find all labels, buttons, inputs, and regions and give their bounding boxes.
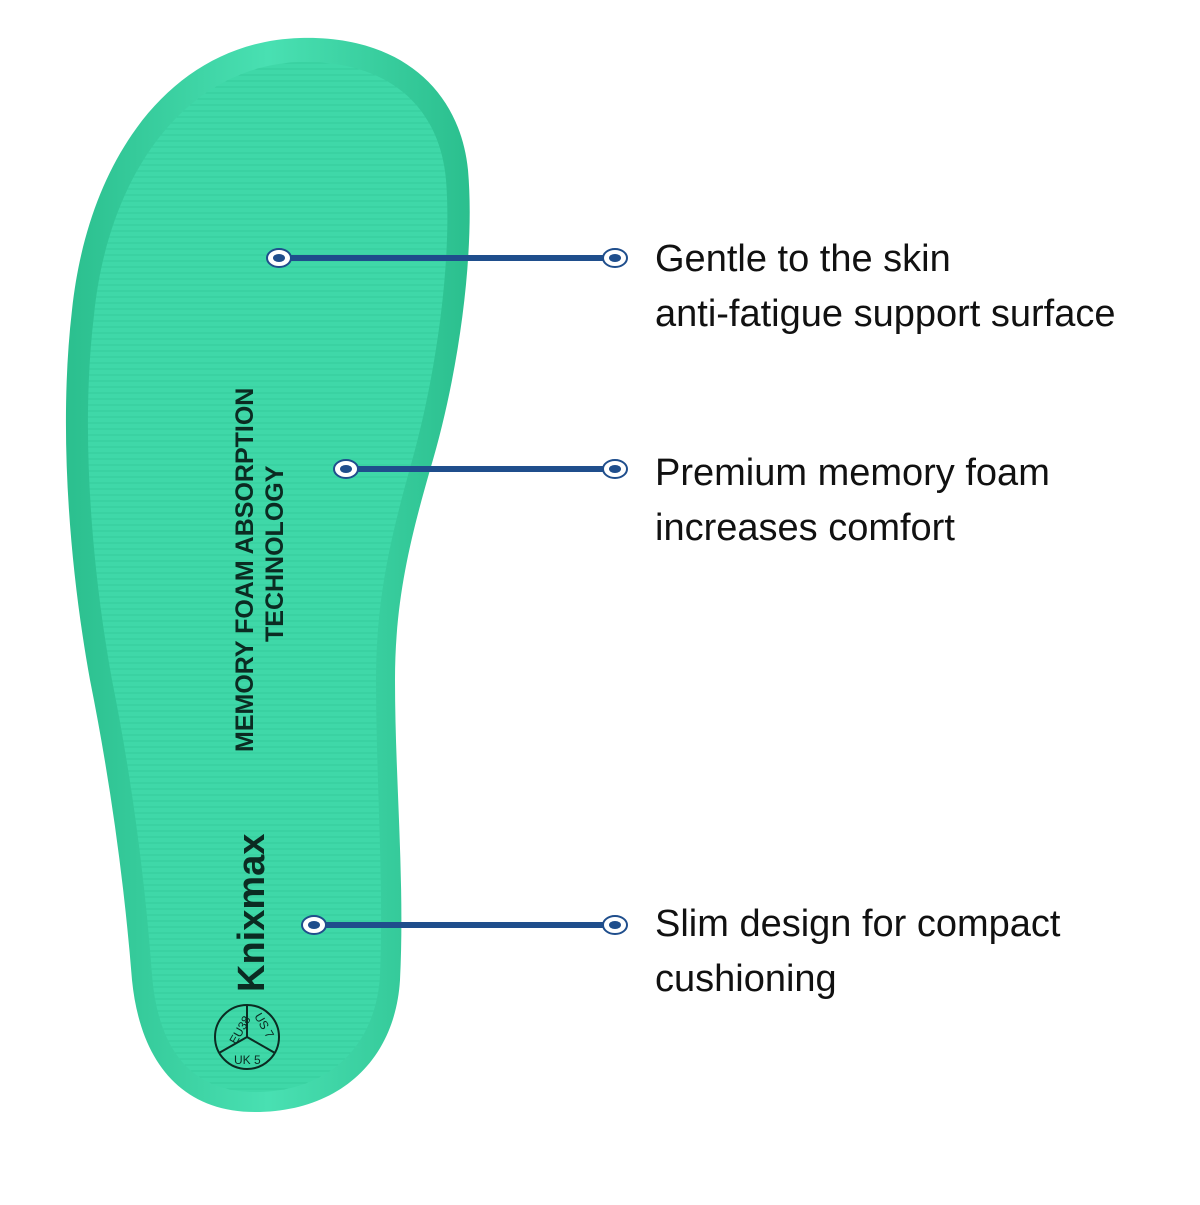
feature-2-line-1: Premium memory foam <box>655 452 1050 494</box>
feature-1-line-1: Gentle to the skin <box>655 238 951 280</box>
insole-surface <box>87 61 448 1093</box>
feature-3-line-2: cushioning <box>655 958 837 1000</box>
feature-1-text: Gentle to the skin anti-fatigue support … <box>655 232 1116 342</box>
insole-print-line-1: MEMORY FOAM ABSORPTION <box>231 388 259 752</box>
brand-logo-text: Knixmax <box>231 834 273 992</box>
size-uk-label: UK 5 <box>234 1053 261 1067</box>
feature-3-line-1: Slim design for compact <box>655 903 1061 945</box>
feature-2-text: Premium memory foam increases comfort <box>655 446 1050 556</box>
callout-line-2 <box>333 459 628 479</box>
insole-print-line-2: TECHNOLOGY <box>261 465 289 642</box>
size-badge-icon <box>214 1004 280 1070</box>
callout-line-1 <box>266 248 628 268</box>
feature-3-text: Slim design for compact cushioning <box>655 897 1061 1007</box>
feature-1-line-2: anti-fatigue support surface <box>655 293 1116 335</box>
feature-2-line-2: increases comfort <box>655 507 955 549</box>
callout-line-3 <box>301 915 628 935</box>
